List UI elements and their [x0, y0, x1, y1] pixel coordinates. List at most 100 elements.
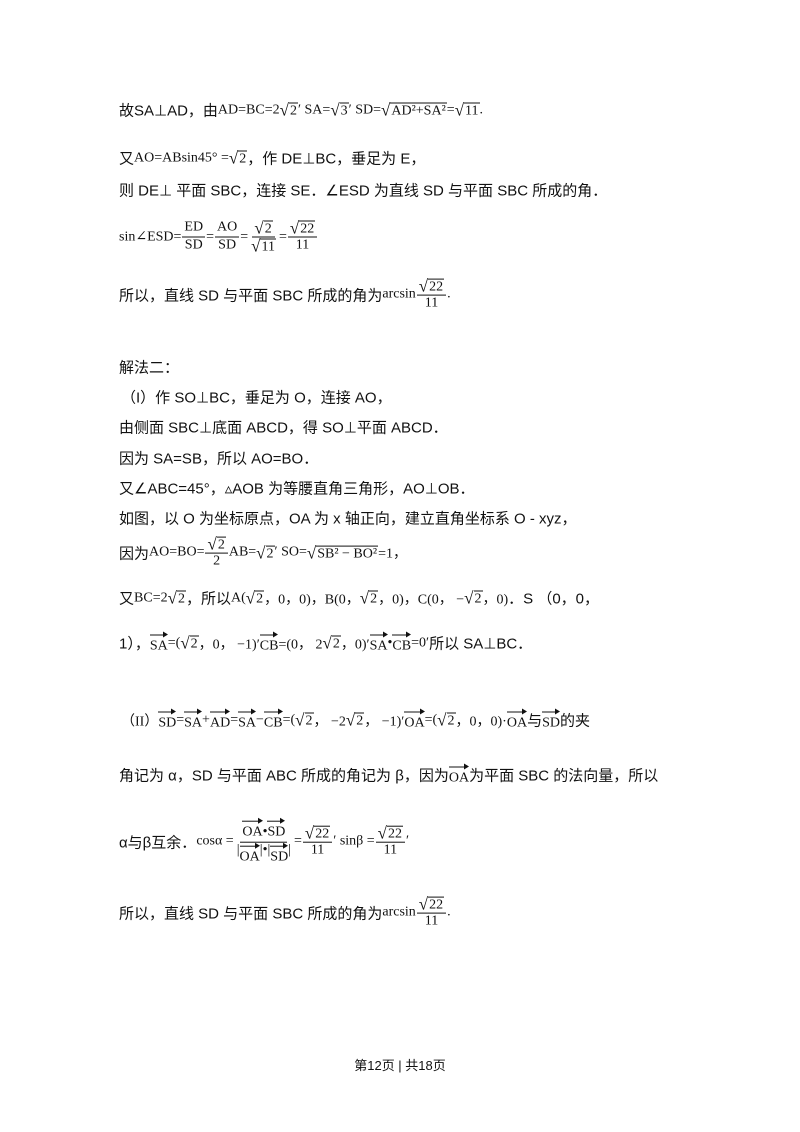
text-line: 1），SA=(√2，0， −1)′ CB=(0， 2√2，0)′ SA•CB=0…: [119, 631, 533, 655]
denominator: 11: [423, 914, 440, 931]
math-text: ED: [184, 219, 204, 235]
denominator: |OA|•|SD|: [235, 842, 293, 867]
text-run: 则 DE⊥ 平面 SBC，连接 SE．∠ESD 为直线 SD 与平面 SBC 所…: [119, 182, 608, 200]
text-run: 1），: [119, 635, 150, 653]
vector: SD: [158, 708, 176, 732]
square-root: √2: [323, 635, 341, 652]
math-text: =: [230, 712, 239, 727]
fraction: √2√11: [249, 220, 278, 255]
math-text: =: [240, 229, 249, 244]
text-run: （I）作 SO⊥BC，垂足为 O，连接 AO，: [121, 389, 392, 407]
vector: SA: [184, 708, 202, 732]
math-text: sin∠ESD=: [119, 229, 182, 245]
text-run: ，所以: [185, 590, 231, 608]
radical-sign: √: [330, 100, 340, 120]
vector: CB: [392, 631, 411, 655]
square-root: √11: [455, 102, 480, 119]
math-text: 11: [383, 842, 398, 858]
math-text: =(0， 2: [278, 637, 323, 652]
radical-sign: √: [454, 100, 465, 120]
math-text: +: [202, 712, 210, 727]
radicand: 2: [473, 590, 483, 607]
numerator: √22: [302, 823, 333, 843]
math-text: cosα =: [196, 834, 234, 849]
text-run: α与β互余．: [119, 834, 197, 852]
text-run: 又: [119, 150, 135, 168]
math-text: =: [176, 712, 185, 727]
text-run: 所以 SA⊥BC．: [429, 635, 533, 653]
text-run: 为平面 SBC 的法向量，所以: [469, 767, 659, 785]
radical-sign: √: [256, 543, 266, 563]
square-root: √2: [464, 590, 483, 607]
radical-sign: √: [254, 218, 264, 238]
radicand: 2: [331, 635, 341, 652]
square-root: √2: [245, 588, 265, 608]
math-text: .: [447, 904, 451, 920]
square-root: √2: [346, 712, 365, 729]
radical-sign: √: [245, 588, 256, 608]
radical-sign: √: [207, 534, 217, 554]
numerator: √22: [375, 823, 406, 843]
radical-sign: √: [228, 148, 239, 168]
radicand: AD²+SA²: [390, 102, 447, 119]
radical-sign: √: [304, 823, 315, 843]
math-text: •: [262, 824, 268, 840]
math-text: |•|: [259, 842, 271, 858]
radical-sign: √: [279, 100, 289, 120]
text-run: 因为 SA=SB，所以 AO=BO．: [119, 450, 319, 468]
square-root: √2: [280, 102, 298, 119]
math-text: =: [206, 229, 214, 244]
square-root: √2: [360, 590, 379, 607]
radicand: 2: [369, 590, 379, 607]
square-root: √2: [228, 148, 248, 168]
numerator: √22: [287, 220, 318, 238]
radicand: 2: [304, 712, 314, 729]
radical-sign: √: [377, 823, 388, 843]
radicand: 2: [176, 590, 186, 607]
math-text: 11: [424, 913, 439, 929]
radicand: 2: [189, 635, 199, 652]
text-run: 如图，以 O 为坐标原点，OA 为 x 轴正向，建立直角坐标系 O - xyz，: [119, 510, 577, 528]
math-text: ，0，0)·: [455, 714, 507, 729]
square-root: √22: [377, 823, 404, 843]
radicand: 2: [355, 712, 365, 729]
denominator: 11: [309, 843, 326, 860]
math-text: ，0)′: [340, 637, 370, 652]
text-run: 与: [527, 712, 543, 730]
radicand: 11: [464, 102, 480, 119]
math-text: 11: [295, 237, 310, 253]
radicand: 2: [265, 545, 275, 562]
text-line: 由侧面 SBC⊥底面 ABCD，得 SO⊥平面 ABCD．: [119, 417, 448, 438]
vector: OA: [404, 708, 425, 732]
math-text: AD=BC=2: [217, 102, 280, 117]
text-line: （I）作 SO⊥BC，垂足为 O，连接 AO，: [121, 387, 392, 408]
square-root: √AD²+SA²: [381, 102, 447, 119]
radical-sign: √: [381, 100, 391, 120]
square-root: √3: [330, 100, 349, 120]
math-text: ，0，0)，B(0，: [264, 592, 360, 607]
vector: SD: [542, 708, 560, 732]
fraction: OA•SD|OA|•|SD|: [235, 817, 293, 867]
math-text: 2: [213, 553, 221, 569]
radical-sign: √: [306, 543, 317, 563]
vector: SD: [267, 817, 285, 842]
math-text: ， −2: [313, 714, 346, 729]
numerator: √22: [416, 278, 447, 296]
square-root: √2: [207, 534, 226, 554]
math-text: =: [294, 834, 302, 849]
text-run: 又∠ABC=45°，▵AOB 为等腰直角三角形，AO⊥OB．: [119, 480, 475, 498]
square-root: √22: [304, 823, 331, 843]
vector: SA: [369, 631, 388, 655]
text-run: 所以，直线 SD 与平面 SBC 所成的角为: [119, 905, 383, 923]
text-run: 所以，直线 SD 与平面 SBC 所成的角为: [119, 287, 383, 305]
math-text: BC=2: [134, 590, 168, 605]
denominator: 11: [294, 238, 311, 255]
